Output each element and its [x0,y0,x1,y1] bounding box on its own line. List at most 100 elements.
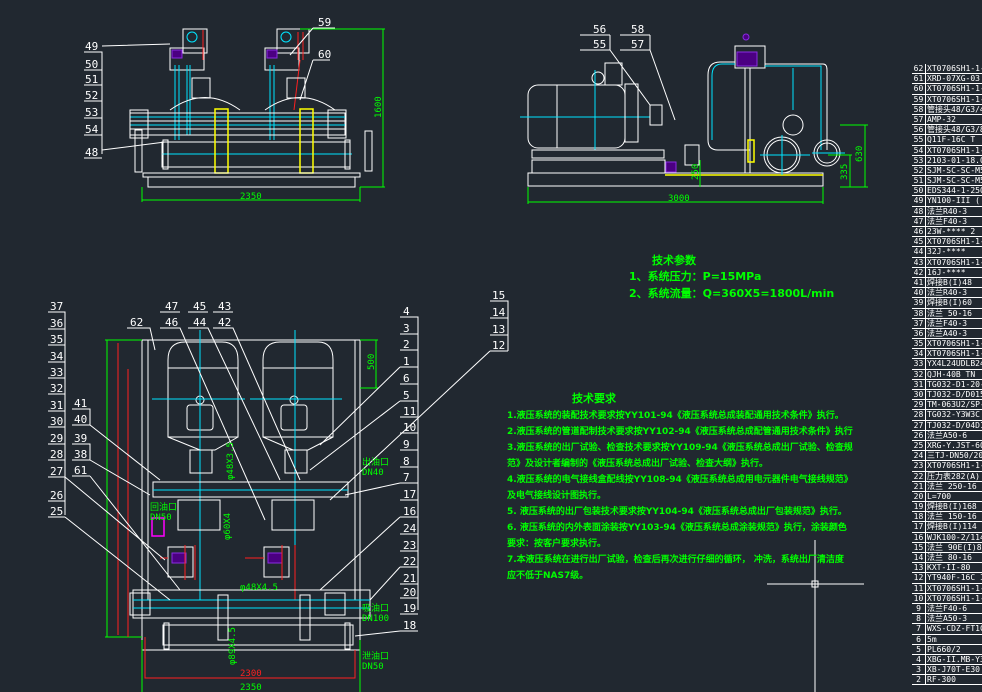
bom-item-code: QJH-40B TN [927,369,976,379]
balloon-label: 14 [492,306,506,319]
balloon-label: 30 [50,415,63,428]
side-view [520,33,868,204]
bom-item-number: 39 [912,298,926,308]
balloon-label: 12 [492,339,505,352]
bom-item-code: 焊接B(I)48 [927,277,972,287]
dimension-label: 2300 [240,669,262,679]
bom-item-number: 6 [912,634,926,644]
requirement-line: 范》及设计者编制的《液压系统总成出厂试验、检查大纲》执行。 [507,459,769,469]
bom-item-code: YX4L24UDLB240C [927,359,982,369]
balloon-label: 37 [50,300,63,313]
bom-item-number: 10 [912,593,926,603]
balloon-label: 55 [593,38,606,51]
bom-item-number: 55 [912,135,926,145]
bom-item-number: 11 [912,583,926,593]
bom-item-number: 12 [912,573,926,583]
bom-item-code: XT0706SH1-1-1 [927,257,982,267]
bom-item-code: 法兰 50-16 [927,308,972,318]
plan-view [48,300,509,692]
dimension-label: φ60X4 [223,513,233,540]
requirement-line: 及电气接线设计图执行。 [507,491,607,501]
bom-item-number: 46 [912,227,926,237]
dimension-label: 630 [855,146,865,162]
bom-item-code: TG032-Y3W3C [927,410,980,420]
port-label-suction: 吸油口 DN100 [362,604,390,624]
dimension-label: 2350 [240,683,262,692]
balloon-label: 22 [403,555,416,568]
bom-item-number: 5 [912,644,926,654]
bom-item-number: 58 [912,104,926,114]
balloon-label: 34 [50,350,64,363]
bom-item-code: 焊接B(I)168 [927,502,977,512]
bom-item-code: 法兰 90E(I)80 [927,542,982,552]
bom-item-code: PL660/2 [927,644,961,654]
tech-param-pressure: 1、系统压力：P=15MPa [629,270,762,283]
tech-params-title: 技术参数 [652,254,696,267]
bom-item-number: 7 [912,624,926,634]
balloon-label: 42 [218,316,231,329]
balloon-label: 62 [130,316,143,329]
requirement-line: 要求：按客户要求执行。 [507,539,607,549]
balloon-label: 25 [50,505,63,518]
bom-item-code: 5m [927,634,937,644]
dimension-label: 2350 [240,192,262,202]
requirement-line: 7.本液压系统在进行出厂试验，检查后再次进行仔细的循环， 冲洗，系统出厂清洁度 [507,555,844,565]
bom-item-code: TM-063U2/SP-E [927,400,982,410]
balloon-label: 21 [403,572,416,585]
crosshair-cursor [767,540,864,692]
balloon-label: 58 [631,23,644,36]
bom-item-number: 61 [912,74,926,84]
bom-item-code: XRD-07XG-03 [927,74,980,84]
bom-item-code: AMP-32 [927,114,956,124]
bom-item-number: 9 [912,603,926,614]
balloon-label: 35 [50,333,63,346]
balloon-label: 49 [85,40,98,53]
balloon-label: 33 [50,366,63,379]
balloon-label: 61 [74,464,87,477]
requirement-line: 3.液压系统的出厂试验、检查技术要求按YY109-94《液压系统总成出厂试验、检… [507,443,853,453]
balloon-label: 29 [50,432,63,445]
bom-item-number: 36 [912,328,926,339]
bom-item-code: XT0706SH1-1-1 [927,593,982,603]
bom-item-code: SJM-SC-SC-M50 [927,165,982,175]
balloon-label: 47 [165,300,178,313]
bom-item-number: 53 [912,155,926,165]
balloon-label: 43 [218,300,231,313]
bom-item-code: YN100-III ( 0 [927,196,982,206]
dimension-label: 500 [367,354,377,370]
bom-item-number: 52 [912,165,926,176]
bom-item-number: 62 [912,64,926,74]
bom-item-number: 45 [912,237,926,247]
bom-item-number: 35 [912,339,926,349]
bom-item-code: 法兰F40-6 [927,603,968,613]
bom-item-code: YT940F-16C IN [927,573,982,583]
balloon-label: 6 [403,372,410,385]
bom-item-code: TJ032-D/04D1 [927,420,982,430]
bom-item-number: 3 [912,665,926,675]
dimension-label: 335 [840,164,850,180]
bom-item-number: 56 [912,125,926,135]
bom-item-code: 23W-**** 2 [927,227,976,236]
balloon-label: 2 [403,338,410,351]
bom-item-code: XT0706SH1-1-1 [927,237,982,247]
requirement-line: 2.液压系统的管道配制技术要求按YY102-94《液压系统总成配管通用技术条件》… [507,427,853,437]
balloon-label: 50 [85,58,98,71]
